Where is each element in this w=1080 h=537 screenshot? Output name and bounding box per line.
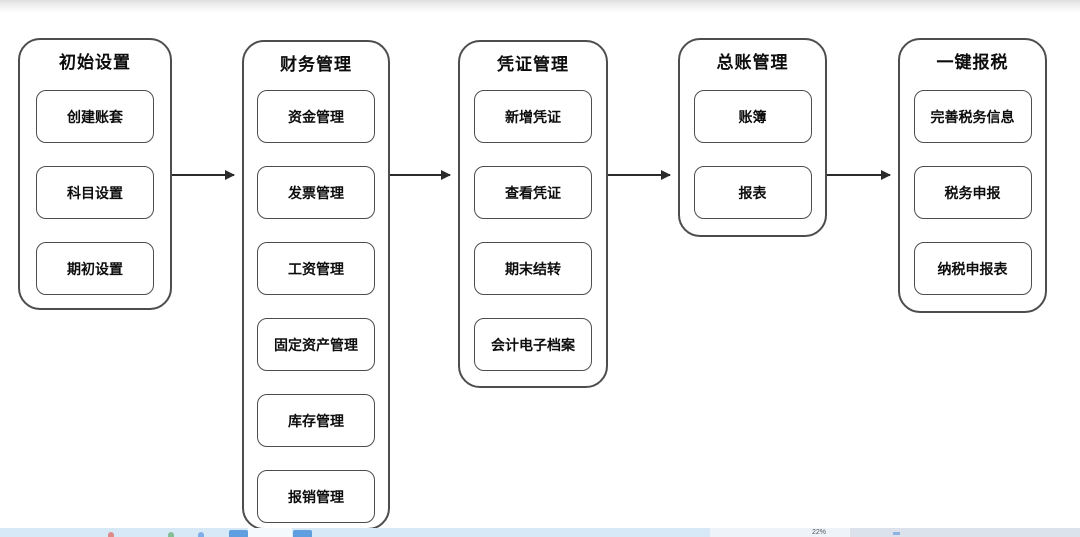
- taskbar-strip: 22%: [0, 528, 1080, 537]
- node-accounting-e-archive: 会计电子档案: [474, 318, 592, 371]
- zoom-level-text: 22%: [812, 529, 827, 536]
- taskbar-segment-gray-right: [850, 528, 1080, 537]
- node-payroll-management: 工资管理: [257, 242, 375, 295]
- arrow-finance-to-voucher: [390, 170, 451, 180]
- node-invoice-management: 发票管理: [257, 166, 375, 219]
- taskbar-icon-small-blue[interactable]: [198, 532, 204, 537]
- group-general-ledger: 总账管理 账簿 报表: [678, 38, 827, 237]
- node-period-end-carryover: 期末结转: [474, 242, 592, 295]
- arrow-initial-to-finance: [172, 170, 235, 180]
- group-one-click-tax-filing: 一键报税 完善税务信息 税务申报 纳税申报表: [898, 38, 1047, 313]
- group-one-click-tax-filing-title: 一键报税: [936, 53, 1009, 72]
- node-fixed-asset-management: 固定资产管理: [257, 318, 375, 371]
- arrow-voucher-to-ledger: [608, 170, 671, 180]
- taskbar-segment-blue-mid: [292, 528, 710, 537]
- group-general-ledger-title: 总账管理: [716, 53, 789, 72]
- taskbar-icon-green[interactable]: [168, 532, 174, 537]
- node-opening-balance-setup: 期初设置: [36, 242, 154, 295]
- node-reimbursement-management: 报销管理: [257, 470, 375, 523]
- node-funds-management: 资金管理: [257, 90, 375, 143]
- taskbar-icon-blue-dash[interactable]: [893, 532, 900, 535]
- node-subject-setup: 科目设置: [36, 166, 154, 219]
- node-reports: 报表: [693, 166, 812, 219]
- node-inventory-management: 库存管理: [257, 394, 375, 447]
- node-complete-tax-info: 完善税务信息: [913, 90, 1032, 143]
- node-tax-declaration: 税务申报: [913, 166, 1032, 219]
- group-voucher-management-title: 凭证管理: [497, 55, 569, 74]
- taskbar-icon-blue-2[interactable]: [293, 530, 312, 537]
- group-initial-setup-title: 初始设置: [59, 53, 131, 72]
- arrow-ledger-to-tax: [827, 170, 891, 180]
- taskbar-segment-blue-left: [0, 528, 248, 537]
- taskbar-icon-red[interactable]: [108, 532, 114, 537]
- taskbar-segment-white-gap: [248, 528, 292, 537]
- group-finance-management: 财务管理 资金管理 发票管理 工资管理 固定资产管理 库存管理 报销管理: [242, 40, 390, 530]
- taskbar-segment-light: [710, 528, 850, 537]
- node-tax-return-form: 纳税申报表: [913, 242, 1032, 295]
- node-view-voucher: 查看凭证: [474, 166, 592, 219]
- taskbar-icon-blue-1[interactable]: [229, 530, 248, 537]
- node-create-account-set: 创建账套: [36, 90, 154, 143]
- node-add-voucher: 新增凭证: [474, 90, 592, 143]
- group-finance-management-title: 财务管理: [280, 55, 352, 74]
- group-initial-setup: 初始设置 创建账套 科目设置 期初设置: [18, 38, 172, 310]
- group-voucher-management: 凭证管理 新增凭证 查看凭证 期末结转 会计电子档案: [458, 40, 608, 388]
- top-edge-shadow: [0, 0, 1080, 13]
- node-account-books: 账簿: [693, 90, 812, 143]
